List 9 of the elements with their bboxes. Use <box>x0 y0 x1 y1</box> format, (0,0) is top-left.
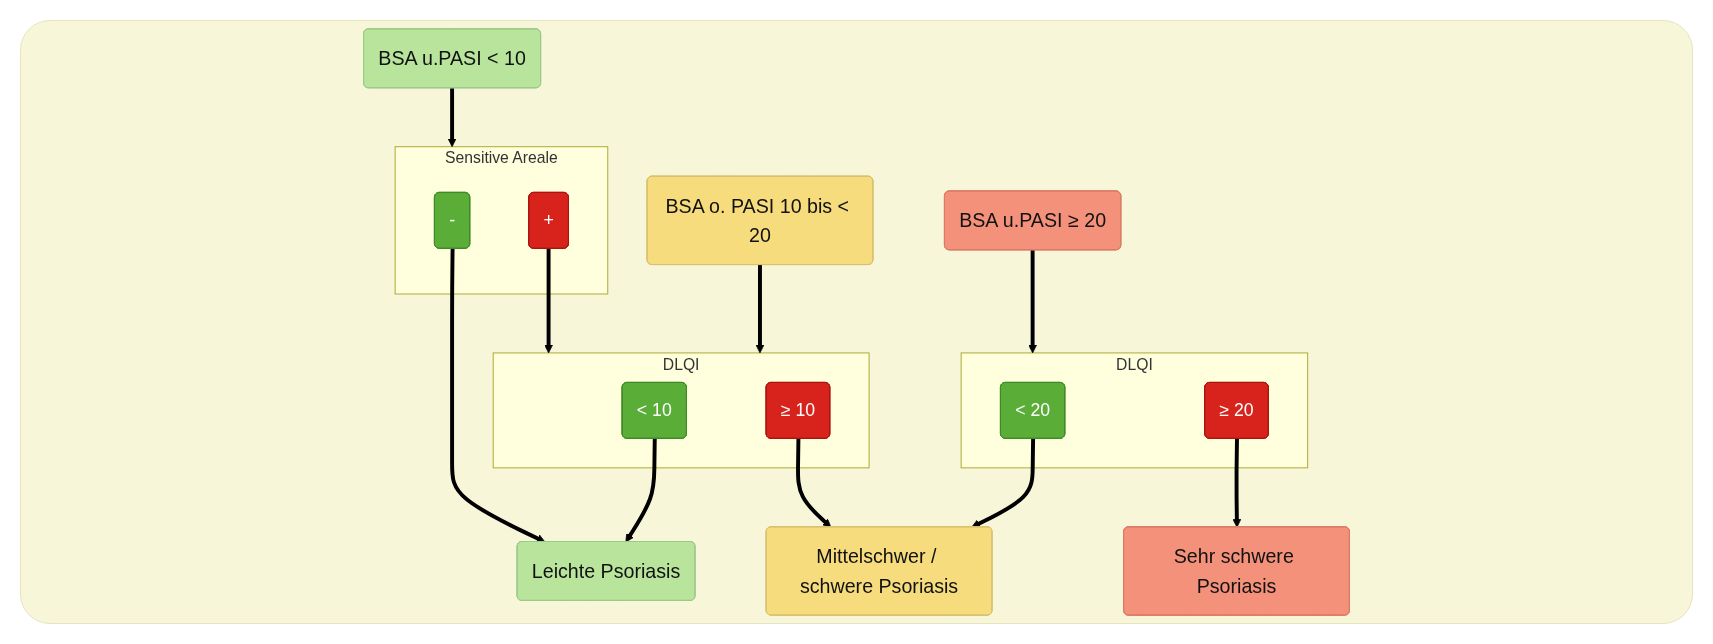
arrow <box>450 248 546 543</box>
arrow <box>544 248 553 354</box>
arrow <box>447 87 457 148</box>
arrow <box>1232 438 1242 528</box>
arrow <box>1028 249 1037 354</box>
arrow <box>755 264 765 354</box>
arrow <box>625 438 657 543</box>
arrow <box>971 438 1036 528</box>
arrow <box>796 438 832 528</box>
